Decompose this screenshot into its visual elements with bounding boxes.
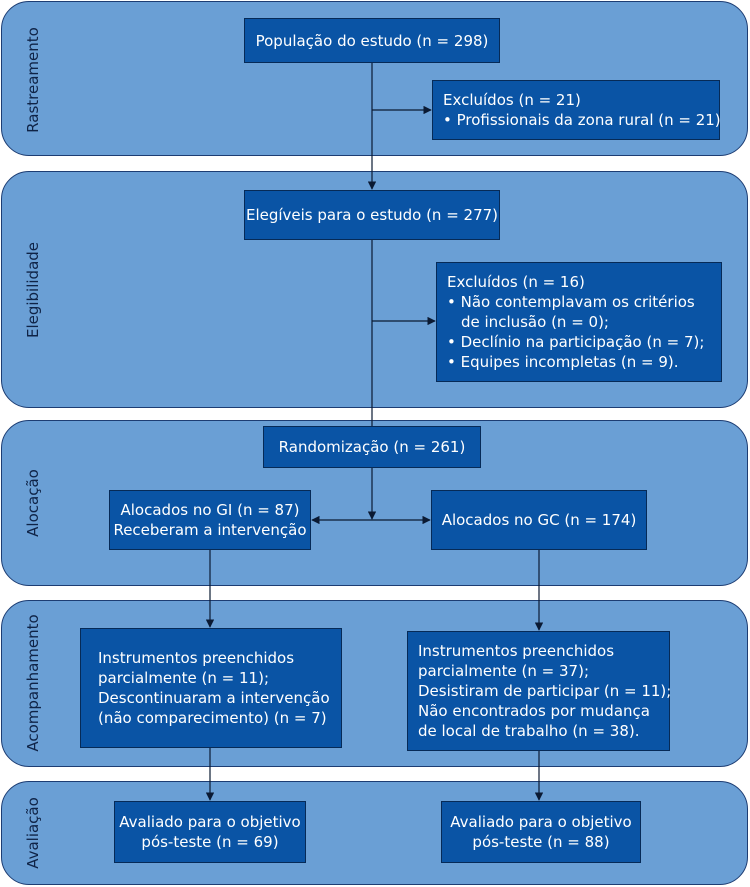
gi-allocation-line-1: Alocados no GI (n = 87) [120, 501, 300, 519]
population-text: População do estudo (n = 298) [255, 31, 489, 50]
gi-allocation-box: Alocados no GI (n = 87) Receberam a inte… [109, 490, 311, 550]
randomization-text: Randomização (n = 261) [278, 438, 466, 456]
gi-followup-line-1: Instrumentos preenchidos [98, 649, 295, 667]
excluded-eligibility-box: Excluídos (n = 16) • Não contemplavam os… [436, 262, 722, 382]
gc-followup-line-1: Instrumentos preenchidos [418, 642, 615, 660]
gi-allocation-line-2: Receberam a intervenção [113, 521, 307, 539]
gc-allocation-box: Alocados no GC (n = 174) [431, 490, 647, 550]
gc-followup-line-5: de local de trabalho (n = 38). [418, 722, 640, 740]
randomization-box: Randomização (n = 261) [263, 426, 481, 468]
excluded-screening-item: • Profissionais da zona rural (n = 21) [443, 111, 721, 129]
gc-followup-line-2: parcialmente (n = 37); [418, 662, 590, 680]
gi-followup-line-2: parcialmente (n = 11); [98, 669, 270, 687]
gi-evaluation-line-2: pós-teste (n = 69) [141, 833, 279, 851]
gi-followup-line-4: (não comparecimento) (n = 7) [98, 709, 327, 727]
gc-followup-line-4: Não encontrados por mudança [418, 702, 650, 720]
eligible-text: Elegíveis para o estudo (n = 277) [245, 206, 499, 224]
gi-followup-box: Instrumentos preenchidos parcialmente (n… [80, 628, 342, 748]
gc-evaluation-line-2: pós-teste (n = 88) [472, 833, 610, 851]
gi-evaluation-line-1: Avaliado para o objetivo [119, 813, 301, 831]
eligible-box: Elegíveis para o estudo (n = 277) [244, 190, 500, 240]
excluded-screening-box: Excluídos (n = 21) • Profissionais da zo… [432, 80, 721, 140]
excluded-eligibility-line-3: • Declínio na participação (n = 7); [447, 333, 705, 351]
excluded-screening-title: Excluídos (n = 21) [443, 91, 581, 109]
gc-evaluation-box: Avaliado para o objetivo pós-teste (n = … [441, 801, 641, 863]
excluded-eligibility-line-4: • Equipes incompletas (n = 9). [447, 353, 679, 371]
gc-followup-line-3: Desistiram de participar (n = 11); [418, 682, 672, 700]
gc-allocation-text: Alocados no GC (n = 174) [441, 511, 637, 529]
gc-followup-box: Instrumentos preenchidos parcialmente (n… [407, 631, 672, 751]
gi-evaluation-box: Avaliado para o objetivo pós-teste (n = … [114, 801, 306, 863]
excluded-eligibility-line-1: • Não contemplavam os critérios [447, 293, 695, 311]
gc-evaluation-line-1: Avaliado para o objetivo [450, 813, 632, 831]
excluded-eligibility-line-2: de inclusão (n = 0); [461, 313, 609, 331]
excluded-eligibility-title: Excluídos (n = 16) [447, 273, 585, 291]
population-box: População do estudo (n = 298) [244, 18, 500, 63]
gi-followup-line-3: Descontinuaram a intervenção [98, 689, 330, 707]
